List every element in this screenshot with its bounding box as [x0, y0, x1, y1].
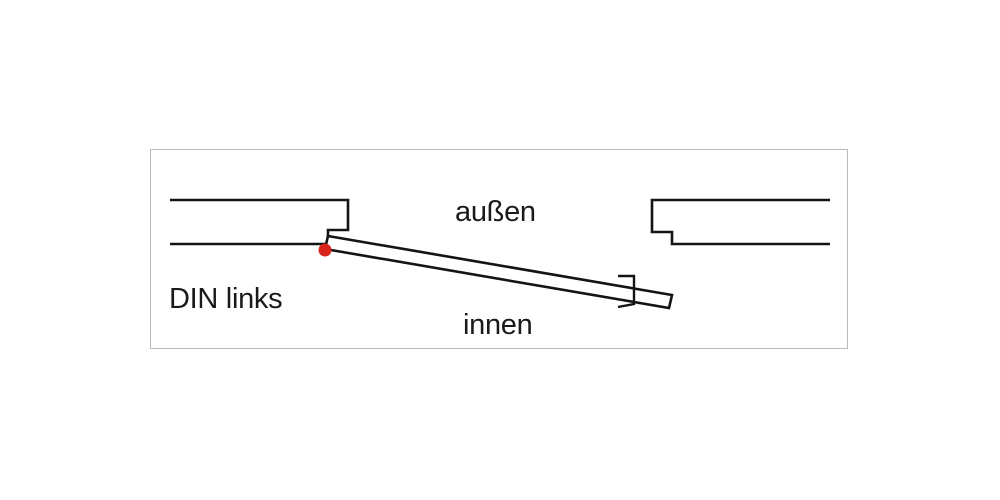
hinge-side-label: DIN links [169, 283, 283, 315]
door-handle [617, 274, 636, 309]
outside-label: außen [455, 196, 536, 228]
door-leaf [323, 234, 674, 310]
inside-label: innen [463, 309, 533, 341]
hinge-point [318, 243, 332, 257]
right-wall [650, 198, 830, 246]
left-wall [170, 198, 350, 246]
diagram-frame [150, 149, 848, 349]
